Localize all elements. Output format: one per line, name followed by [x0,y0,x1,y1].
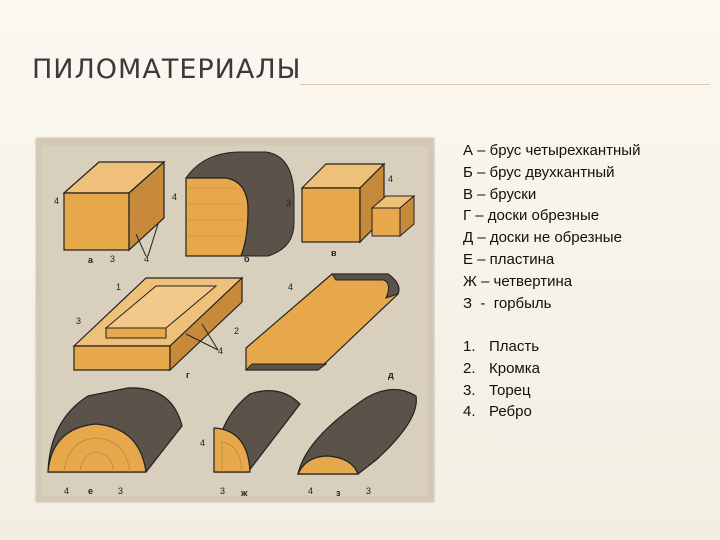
callout-z-4: 4 [308,486,313,496]
legend-item: Е – пластина [463,250,555,268]
callout-a-side: 4 [54,196,59,206]
legend-item: В – бруски [463,185,537,203]
callout-v-right: 4 [388,174,393,184]
list-item: 4. Ребро [463,401,663,423]
panel-label-d: д [388,370,394,380]
panel-label-b: б [244,254,250,264]
panel-label-a: а [88,255,94,265]
legend-item: А – брус четырехкантный [463,142,641,159]
list-number: 2. [463,359,476,377]
legend-item: Г – доски обрезные [463,207,600,225]
wooden-blocks [300,162,416,244]
beam-four-sided [62,160,166,257]
callout-e-4: 4 [64,486,69,496]
panel-label-v: в [331,248,337,258]
callout-b-side: 4 [172,192,177,202]
beam-two-sided [185,151,295,257]
edged-boards [72,276,244,372]
list-number: 1. [463,338,476,355]
callout-v-left: 3 [286,198,291,208]
callout-z-3: 3 [366,486,371,496]
unedged-board [244,273,400,371]
callout-d-4: 4 [288,282,293,292]
callout-g-2: 2 [234,326,239,336]
callout-g-3: 3 [76,316,81,326]
title-rule [300,84,710,85]
legend-item: З - горбыль [463,294,552,312]
list-number: 3. [463,381,476,399]
board-parts-list: 1. Пласть 2. Кромка 3. Торец 4. Ребро [463,336,663,423]
list-number: 4. [463,403,476,421]
list-item: 1. Пласть [463,336,663,358]
callout-g-4: 4 [218,346,223,356]
legend-item: Б – брус двухкантный [463,163,615,181]
lumber-illustration: 4 3 4 а 4 б 3 4 в [36,138,434,502]
panel-label-zh: ж [240,488,248,498]
list-label: Пласть [489,338,540,355]
panel-label-g: г [186,370,190,380]
panel-label-e: е [88,486,93,496]
list-label: Торец [489,381,531,399]
legend-item: Ж – четвертина [463,272,573,290]
callout-e-3: 3 [118,486,123,496]
callout-a-4: 4 [144,254,149,264]
list-item: 2. Кромка [463,358,663,380]
legend-item: Д – доски не обрезные [463,229,622,247]
callout-zh-3: 3 [220,486,225,496]
callout-zh-4: 4 [200,438,205,448]
list-item: 3. Торец [463,380,663,402]
lumber-types-legend: А – брус четырехкантный Б – брус двухкан… [463,140,713,314]
callout-g-1: 1 [116,282,121,292]
slab-gorbyl [297,388,417,475]
list-label: Ребро [489,403,532,421]
quarter-log [213,390,301,473]
list-label: Кромка [489,359,540,377]
panel-label-z: з [336,488,341,498]
slide-title: ПИЛОМАТЕРИАЛЫ [32,54,302,85]
half-log-plate [47,387,183,473]
callout-a-3: 3 [110,254,115,264]
